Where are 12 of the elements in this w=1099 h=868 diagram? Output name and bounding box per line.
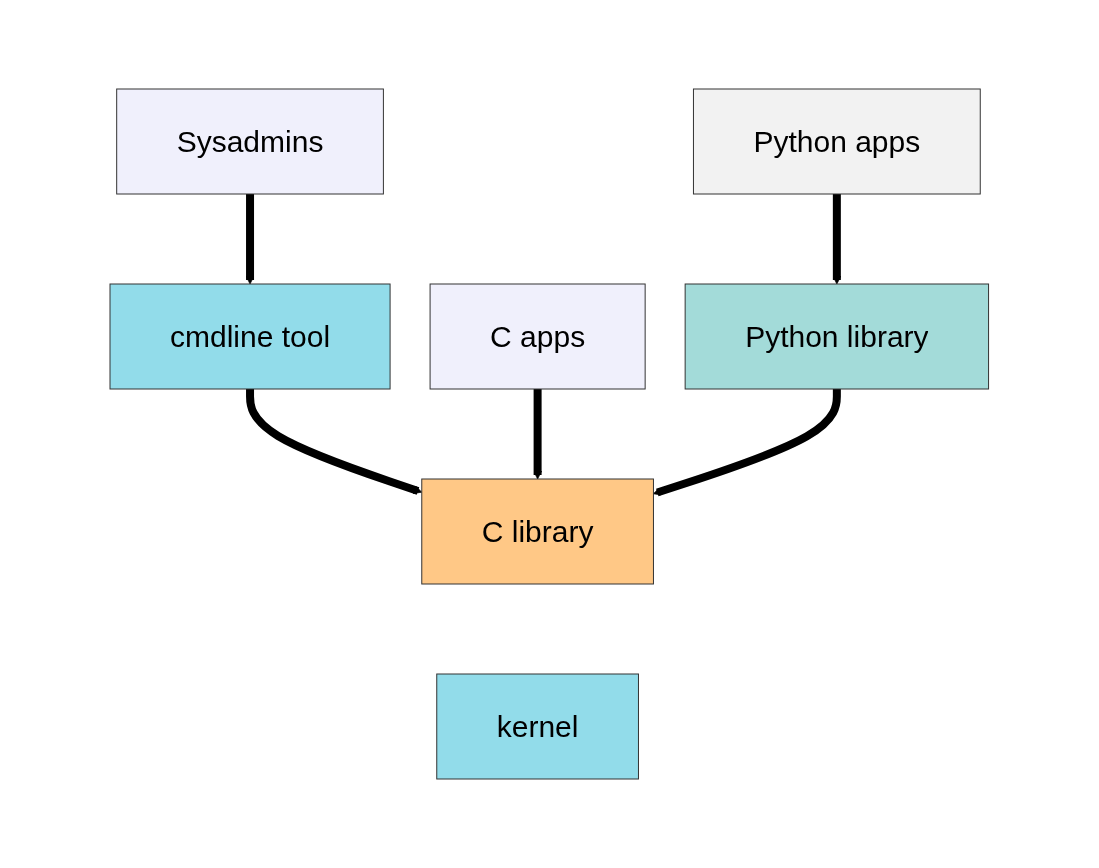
node-box: C apps (429, 283, 646, 390)
arrow (533, 389, 543, 480)
node-box: cmdline tool (109, 283, 391, 390)
node-box: Python library (684, 283, 990, 390)
node-box: kernel (436, 673, 640, 780)
arrow (832, 194, 842, 285)
node-box: Python apps (693, 88, 981, 195)
node-box: C library (421, 478, 655, 585)
arrow (246, 389, 423, 495)
node-box: Sysadmins (116, 88, 385, 195)
arrow (245, 194, 255, 285)
arrow (653, 389, 842, 497)
